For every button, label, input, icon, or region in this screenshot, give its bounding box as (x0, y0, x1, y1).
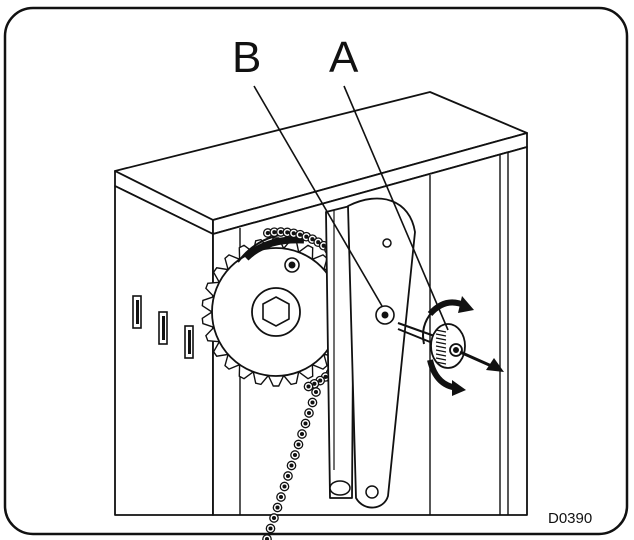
screw-rotation-arrows (422, 296, 474, 396)
figure-code: D0390 (548, 510, 593, 527)
adjusting-screw-a (397, 322, 466, 369)
callout-a: A (329, 33, 359, 82)
callout-b: B (232, 33, 262, 82)
arm-bottom-roller (329, 480, 351, 496)
main-sprocket (201, 237, 351, 387)
hex-nut (262, 296, 290, 327)
arm-top-hole (382, 238, 392, 248)
arm-bottom-hole (365, 485, 379, 499)
pull-direction-arrow (459, 350, 504, 372)
vent-slots (132, 295, 194, 359)
callout-leaders (253, 85, 449, 331)
housing-side-panel (114, 185, 214, 516)
pivot-bolt-b (375, 305, 395, 325)
